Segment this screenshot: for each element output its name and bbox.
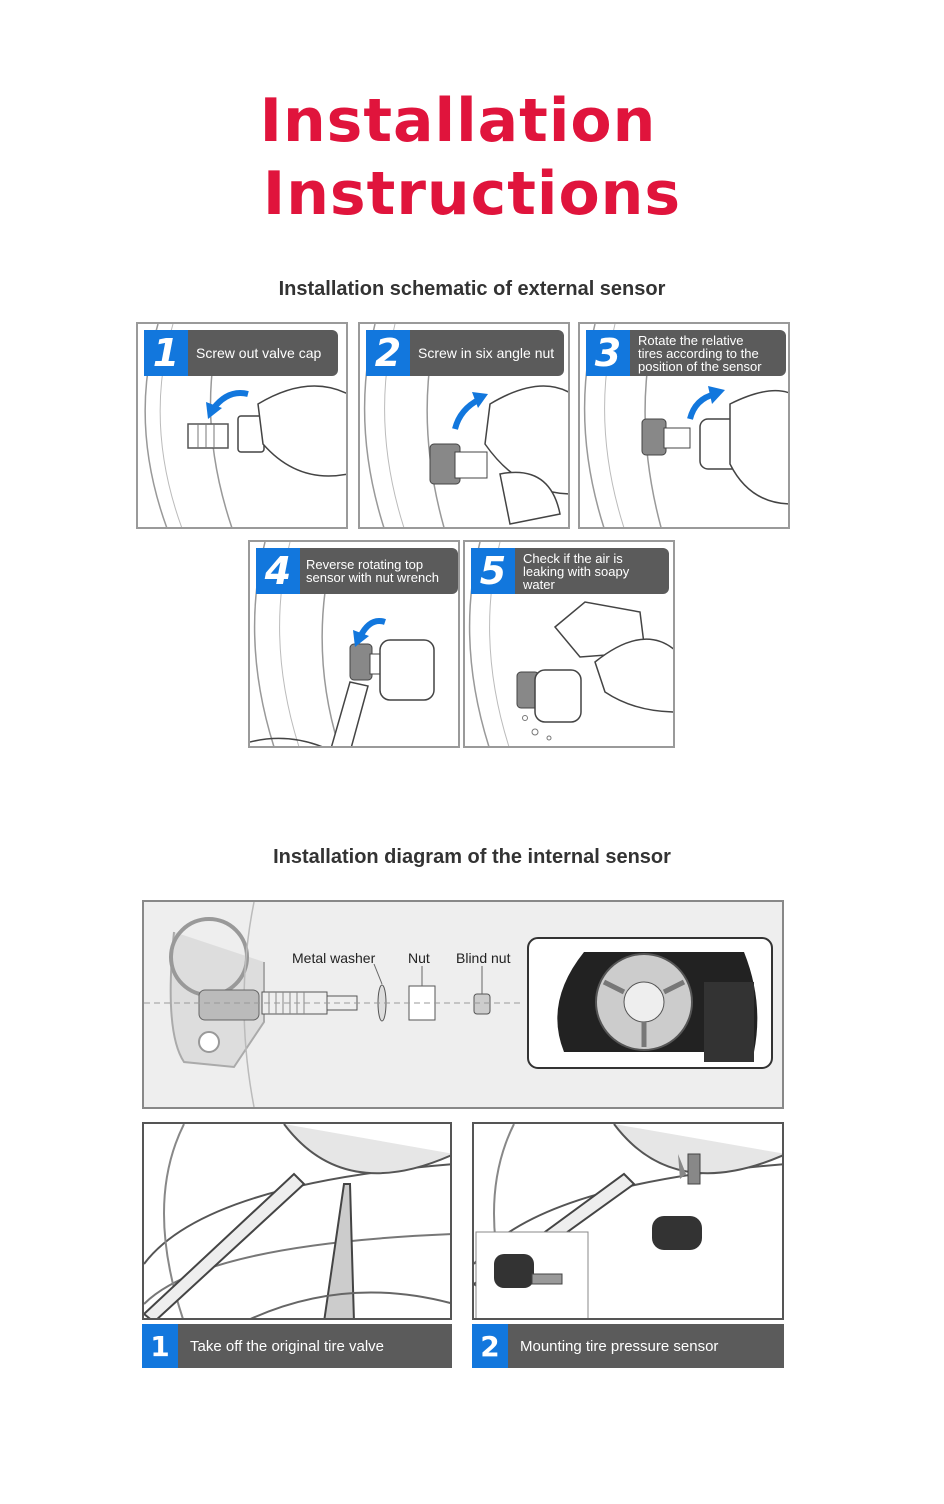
page-title-line1: Installation (259, 86, 657, 156)
step-number: 1 (142, 1324, 178, 1368)
valve-cap-illustration (144, 324, 346, 527)
step-caption: Reverse rotating top sensor with nut wre… (300, 548, 458, 594)
external-step-4-header: 4 Reverse rotating top sensor with nut w… (256, 548, 458, 594)
external-sensor-heading: Installation schematic of external senso… (278, 278, 666, 300)
step-number: 2 (472, 1324, 508, 1368)
external-step-5-panel: 5 Check if the air is leaking with soapy… (463, 540, 675, 748)
external-step-1-header: 1 Screw out valve cap (144, 330, 338, 376)
internal-step-1-caption-bar: 1 Take off the original tire valve (142, 1324, 452, 1368)
internal-sensor-exploded-diagram: Metal washer Nut Blind nut (142, 900, 784, 1109)
external-step-2-header: 2 Screw in six angle nut (366, 330, 564, 376)
step-caption: Screw in six angle nut (410, 330, 564, 376)
step-number: 4 (256, 548, 300, 594)
step-caption: Check if the air is leaking with soapy w… (515, 548, 669, 594)
external-step-3-panel: 3 Rotate the relative tires according to… (578, 322, 790, 529)
internal-step-2-caption-bar: 2 Mounting tire pressure sensor (472, 1324, 784, 1368)
internal-step-1-panel (142, 1122, 452, 1320)
nut-label: Nut (408, 950, 430, 966)
external-step-2-panel: 2 Screw in six angle nut (358, 322, 570, 529)
external-step-5-header: 5 Check if the air is leaking with soapy… (471, 548, 669, 594)
external-step-3-header: 3 Rotate the relative tires according to… (586, 330, 786, 376)
mount-sensor-illustration (474, 1124, 782, 1318)
step-caption: Take off the original tire valve (190, 1337, 384, 1355)
external-step-1-panel: 1 Screw out valve cap (136, 322, 348, 529)
external-step-4-panel: 4 Reverse rotating top sensor with nut w… (248, 540, 460, 748)
six-angle-nut-illustration (363, 324, 568, 527)
step-number: 2 (366, 330, 410, 376)
step-caption: Mounting tire pressure sensor (520, 1337, 719, 1355)
metal-washer-label: Metal washer (292, 950, 376, 966)
step-number: 5 (471, 548, 515, 594)
nut-wrench-illustration (250, 542, 435, 746)
rotate-sensor-illustration (583, 324, 788, 527)
step-number: 3 (586, 330, 630, 376)
blind-nut-label: Blind nut (456, 950, 511, 966)
step-number: 1 (144, 330, 188, 376)
sensor-parts-illustration (144, 902, 773, 1107)
remove-tire-valve-illustration (144, 1124, 450, 1318)
page-title-line2: Instructions (262, 159, 682, 229)
internal-step-2-panel (472, 1122, 784, 1320)
internal-sensor-heading: Installation diagram of the internal sen… (273, 846, 671, 868)
step-caption: Rotate the relative tires according to t… (630, 330, 786, 376)
step-caption: Screw out valve cap (188, 330, 338, 376)
